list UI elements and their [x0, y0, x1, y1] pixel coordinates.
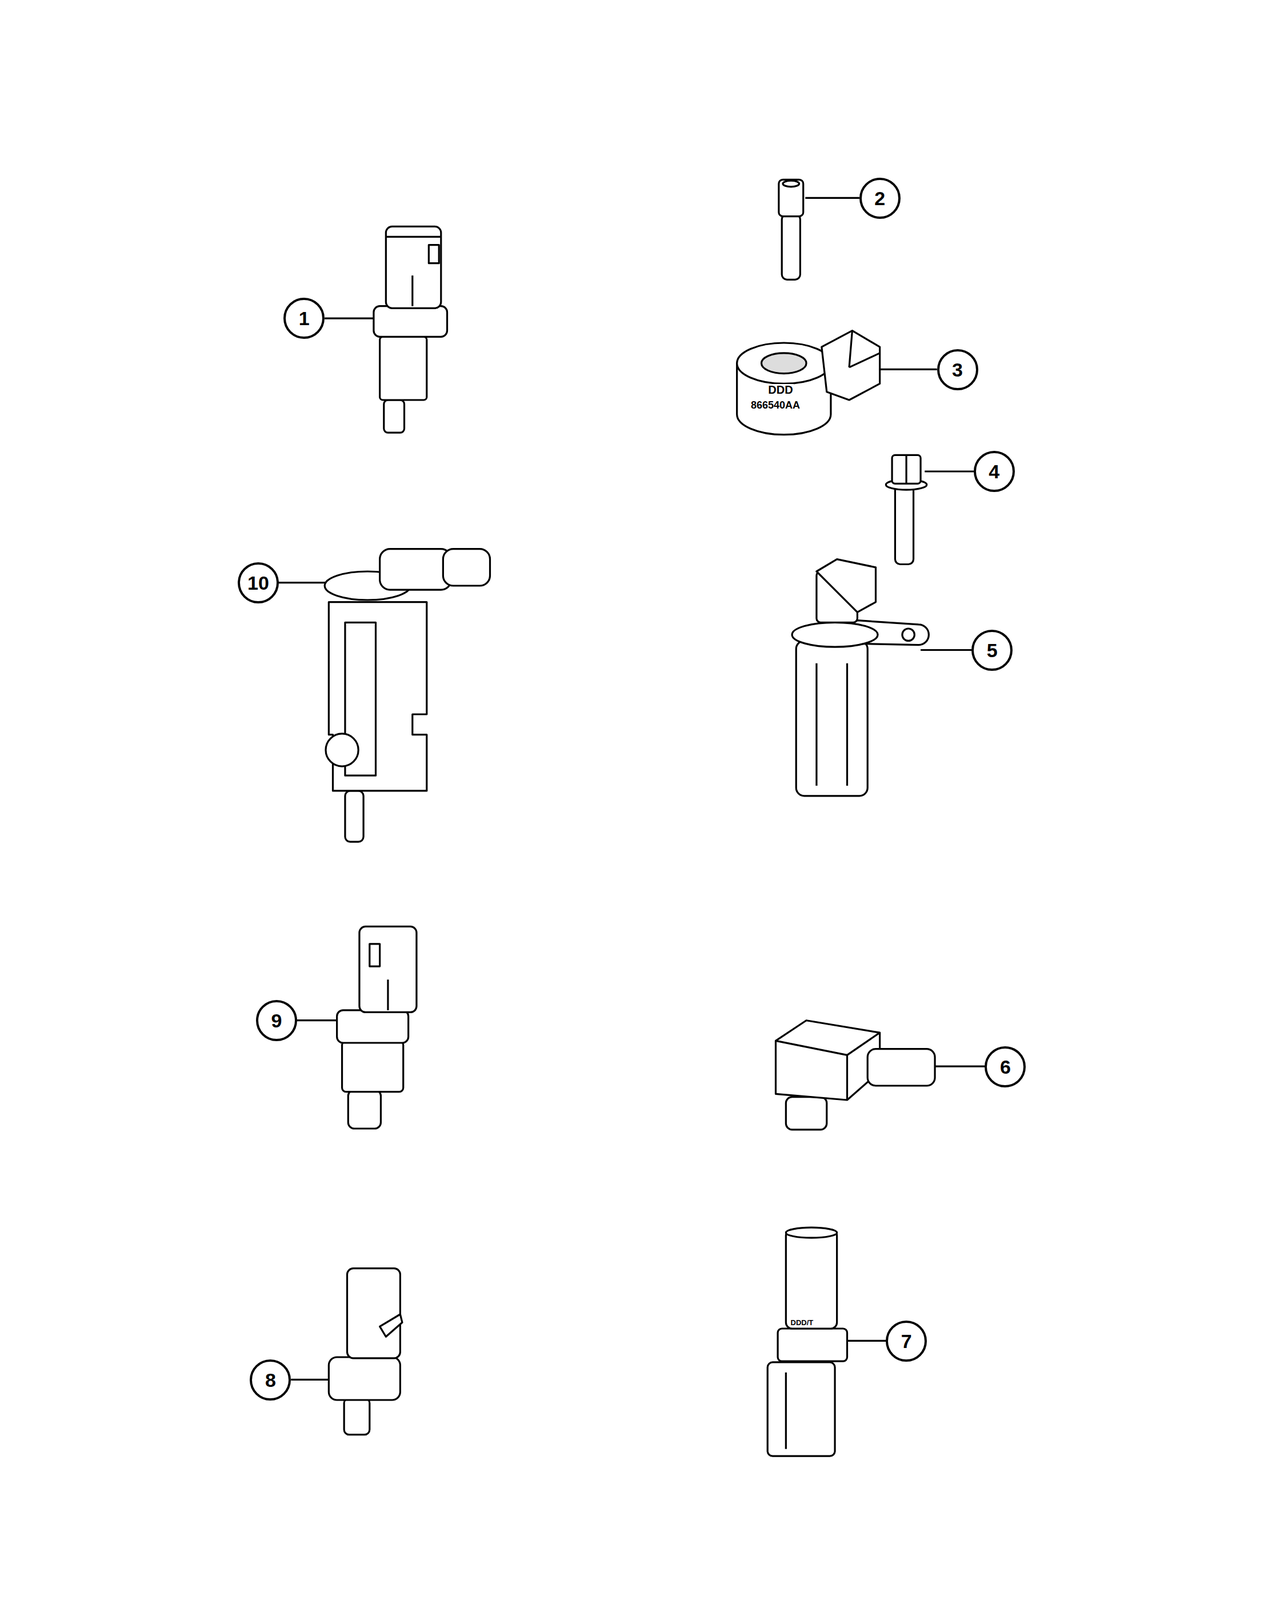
coolant-sensor [373, 226, 448, 433]
callout-circle: 9 [256, 1000, 298, 1042]
callout-circle: 6 [984, 1046, 1026, 1088]
callout-circle: 7 [885, 1320, 927, 1362]
speed-sensor [324, 549, 490, 842]
callout-number: 5 [986, 640, 998, 660]
temperature-sensor [337, 926, 417, 1129]
callout-number: 9 [271, 1010, 283, 1031]
callout-circle: 4 [973, 450, 1015, 492]
callout-number: 10 [247, 573, 270, 593]
callout-number: 6 [1000, 1057, 1011, 1077]
callout-circle: 3 [937, 349, 979, 391]
callout-number: 8 [265, 1370, 276, 1390]
cam-sensor [767, 1227, 847, 1456]
callout-number: 4 [988, 461, 1000, 482]
callout-number: 1 [298, 308, 310, 328]
bolt [778, 179, 804, 280]
oil-pressure-sensor [328, 1268, 403, 1435]
callout-circle: 10 [237, 562, 279, 604]
knock-sensor [737, 330, 880, 435]
callout-circle: 1 [283, 297, 325, 339]
callout-circle: 2 [859, 177, 901, 219]
callout-circle: 5 [971, 629, 1013, 671]
callout-number: 7 [901, 1331, 912, 1351]
flange-bolt [885, 454, 927, 564]
part-marking: 866540AA [750, 400, 801, 411]
map-sensor [776, 1020, 936, 1130]
part-marking: DDD [767, 384, 794, 396]
callout-number: 3 [952, 360, 963, 380]
part-marking: DDD/T [790, 1318, 815, 1327]
callout-circle: 8 [249, 1359, 291, 1401]
crank-sensor [792, 559, 929, 796]
callout-number: 2 [874, 188, 886, 208]
leader-lines [278, 197, 986, 1380]
